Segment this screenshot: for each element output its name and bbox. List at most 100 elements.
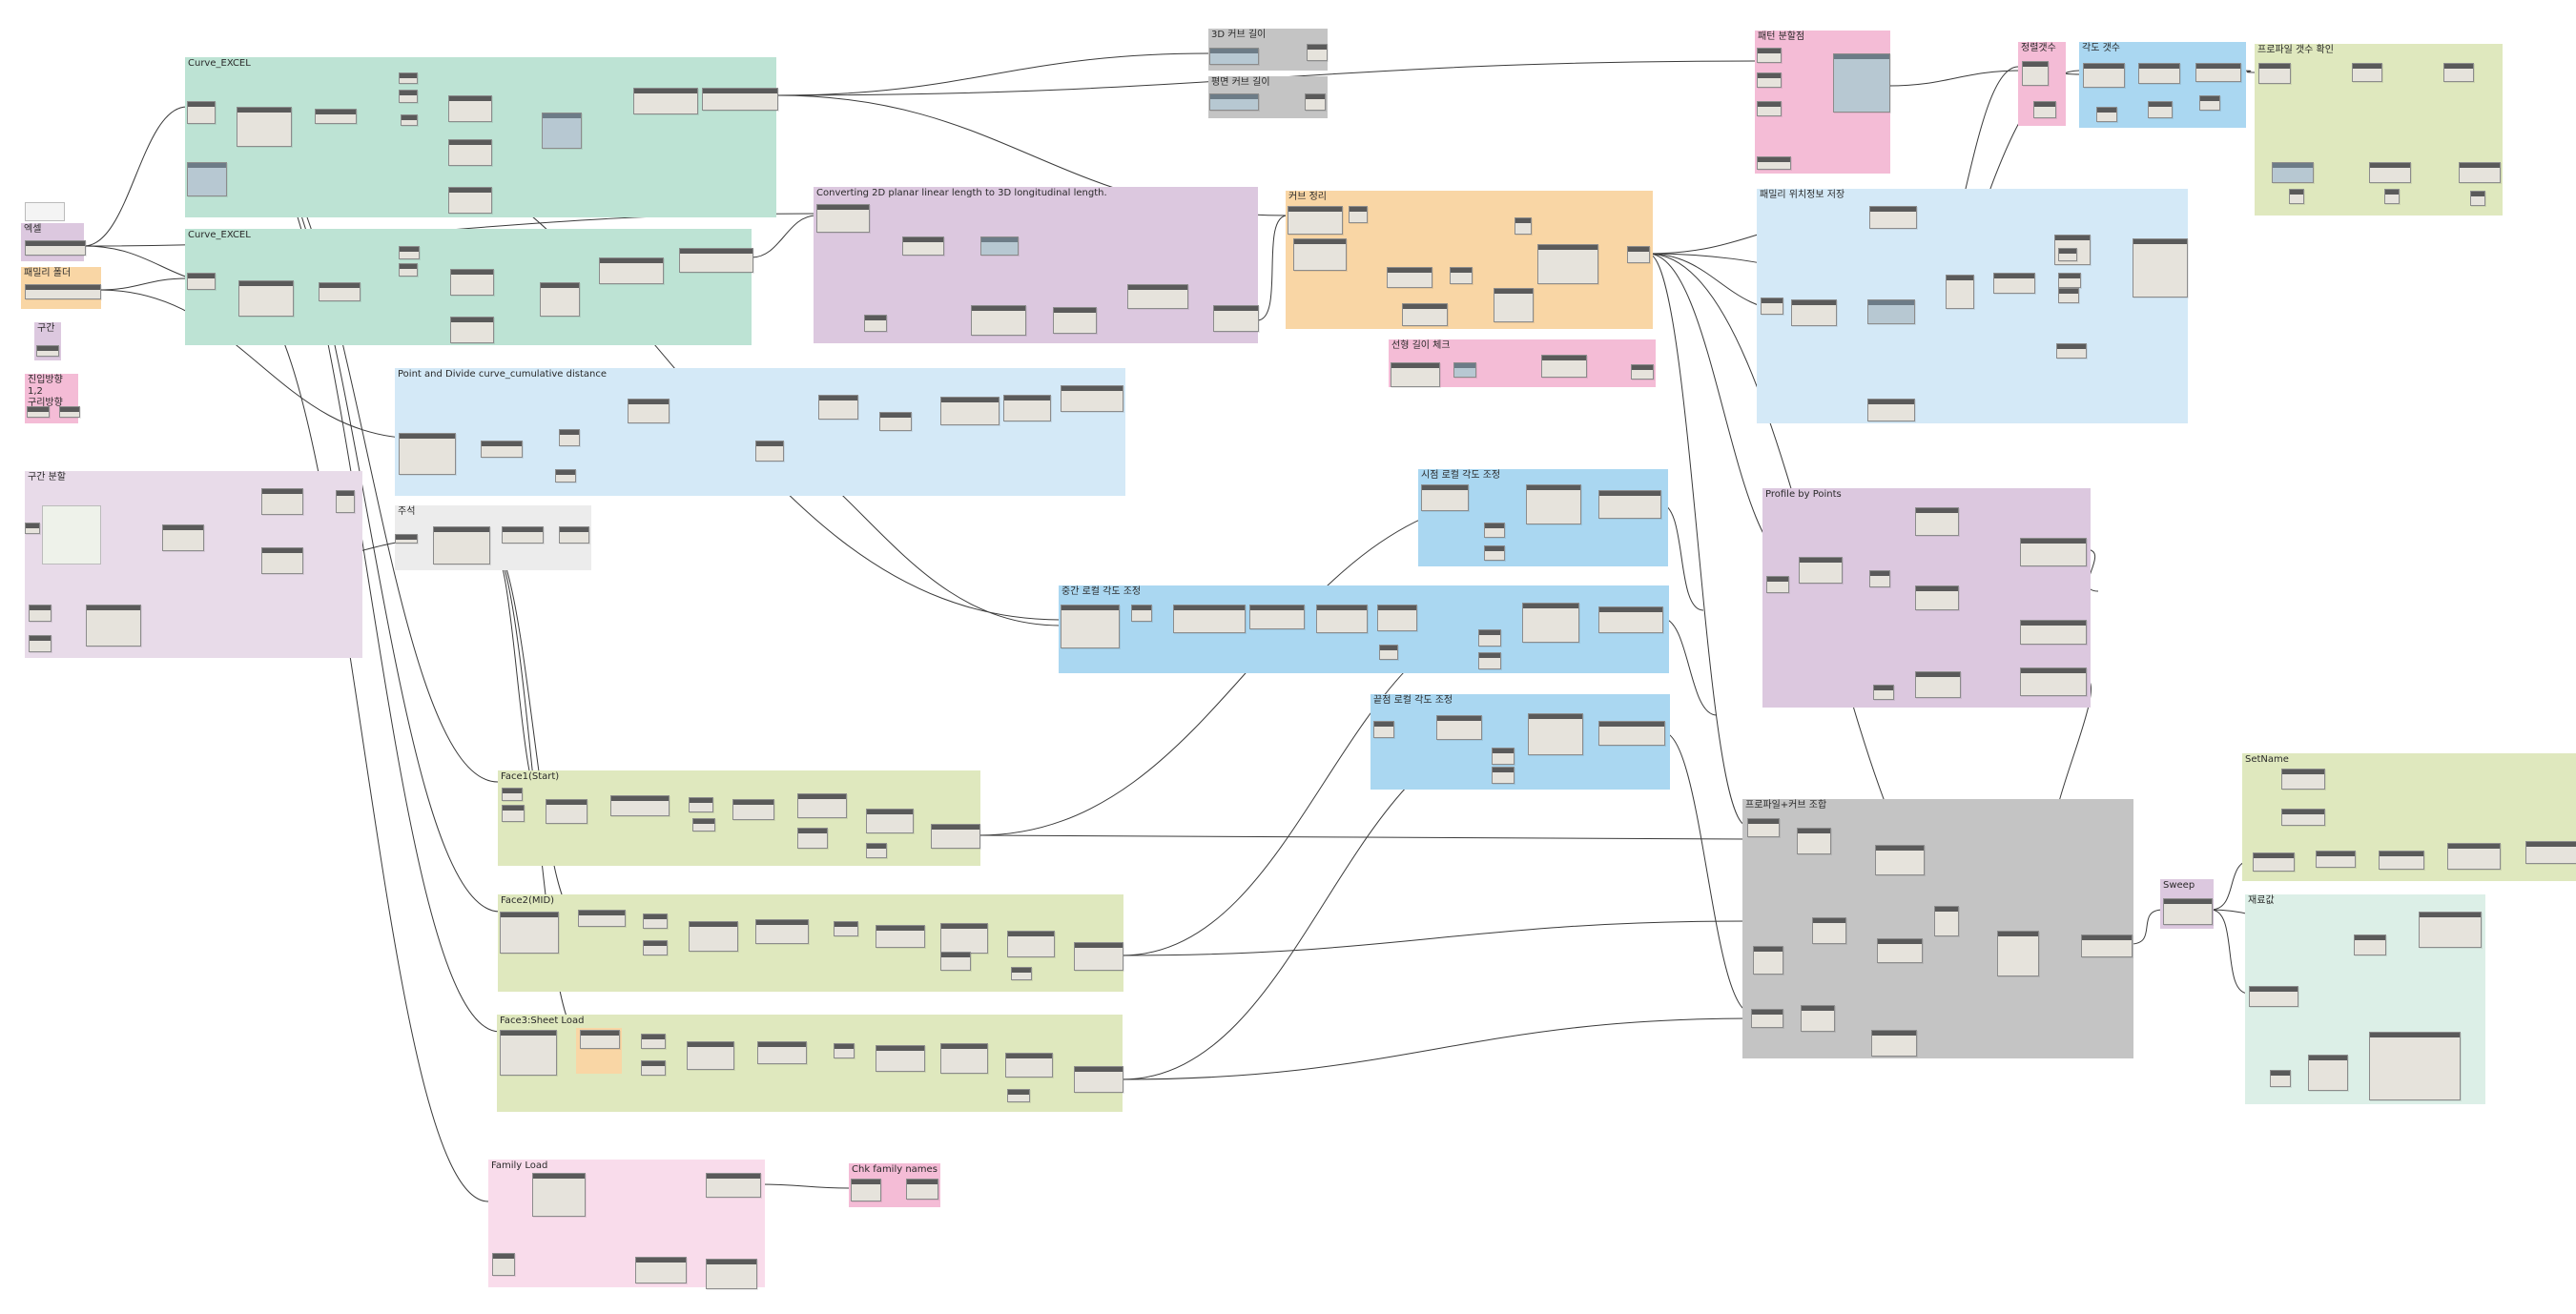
graph-node[interactable] xyxy=(492,1253,515,1276)
node-header[interactable] xyxy=(400,91,417,95)
graph-node[interactable] xyxy=(59,406,80,418)
graph-node[interactable] xyxy=(2195,63,2241,82)
node-header[interactable] xyxy=(642,1035,665,1039)
node-header[interactable] xyxy=(876,926,924,931)
node-header[interactable] xyxy=(1916,586,1958,591)
graph-node[interactable] xyxy=(1127,284,1188,309)
graph-node[interactable] xyxy=(2258,63,2291,84)
node-header[interactable] xyxy=(1493,749,1514,753)
graph-node[interactable] xyxy=(1751,1009,1783,1028)
node-header[interactable] xyxy=(1403,304,1447,309)
node-header[interactable] xyxy=(2370,163,2410,168)
graph-node[interactable] xyxy=(2272,162,2314,183)
graph-node[interactable] xyxy=(689,797,713,812)
graph-node[interactable] xyxy=(187,273,216,290)
node-header[interactable] xyxy=(2282,770,2324,774)
graph-node[interactable] xyxy=(1766,576,1789,593)
graph-node[interactable] xyxy=(1791,299,1837,326)
node-header[interactable] xyxy=(941,953,970,957)
graph-node[interactable] xyxy=(2369,162,2411,183)
graph-node[interactable] xyxy=(635,1257,687,1283)
graph-node[interactable] xyxy=(1305,93,1326,111)
node-header[interactable] xyxy=(60,407,79,412)
node-header[interactable] xyxy=(1752,1010,1783,1015)
node-header[interactable] xyxy=(1529,714,1582,719)
node-header[interactable] xyxy=(451,318,493,322)
graph-node[interactable] xyxy=(2058,288,2079,303)
node-header[interactable] xyxy=(1075,943,1123,948)
graph-node[interactable] xyxy=(261,547,303,574)
node-header[interactable] xyxy=(2290,190,2303,195)
node-header[interactable] xyxy=(37,346,58,351)
node-header[interactable] xyxy=(756,441,783,446)
graph-node[interactable] xyxy=(687,1041,734,1070)
node-header[interactable] xyxy=(2370,1033,2460,1037)
node-header[interactable] xyxy=(1479,653,1500,658)
graph-node[interactable] xyxy=(679,248,753,273)
node-header[interactable] xyxy=(642,1061,665,1066)
node-header[interactable] xyxy=(1378,606,1416,610)
graph-node[interactable] xyxy=(2281,809,2325,826)
node-header[interactable] xyxy=(1075,1067,1123,1072)
graph-node[interactable] xyxy=(643,940,668,955)
graph-node[interactable] xyxy=(559,429,580,446)
graph-node[interactable] xyxy=(187,162,227,196)
graph-node[interactable] xyxy=(2083,63,2125,88)
node-header[interactable] xyxy=(2023,62,2048,67)
graph-node[interactable] xyxy=(502,526,544,544)
node-header[interactable] xyxy=(503,789,522,793)
graph-node[interactable] xyxy=(399,72,418,84)
graph-node[interactable] xyxy=(2058,273,2081,288)
node-header[interactable] xyxy=(1868,300,1914,305)
graph-node[interactable] xyxy=(1757,156,1791,170)
node-header[interactable] xyxy=(26,241,85,246)
graph-node[interactable] xyxy=(450,317,494,343)
node-header[interactable] xyxy=(2082,935,2132,940)
graph-node[interactable] xyxy=(395,534,418,544)
node-header[interactable] xyxy=(1061,606,1119,610)
node-header[interactable] xyxy=(1008,932,1054,936)
node-header[interactable] xyxy=(402,115,417,120)
graph-node[interactable] xyxy=(1377,605,1417,631)
graph-node[interactable] xyxy=(2081,934,2133,957)
node-header[interactable] xyxy=(2448,844,2500,849)
node-header[interactable] xyxy=(1758,49,1781,53)
node-header[interactable] xyxy=(636,1258,686,1263)
node-header[interactable] xyxy=(400,247,419,252)
graph-node[interactable] xyxy=(555,469,576,482)
graph-node[interactable] xyxy=(319,282,361,301)
graph-node[interactable] xyxy=(864,315,887,332)
graph-node[interactable] xyxy=(851,1179,881,1201)
graph-node[interactable] xyxy=(29,635,52,652)
graph-node[interactable] xyxy=(1869,570,1890,587)
graph-node[interactable] xyxy=(162,524,204,551)
node-header[interactable] xyxy=(2055,236,2090,240)
node-header[interactable] xyxy=(501,1031,556,1036)
node-header[interactable] xyxy=(798,829,827,833)
graph-node[interactable] xyxy=(876,1045,925,1072)
graph-node[interactable] xyxy=(1915,671,1961,698)
node-header[interactable] xyxy=(1523,604,1578,608)
node-header[interactable] xyxy=(1538,245,1597,250)
graph-node[interactable] xyxy=(1003,395,1051,421)
graph-node[interactable] xyxy=(2316,851,2356,868)
graph-node[interactable] xyxy=(1379,645,1398,660)
node-header[interactable] xyxy=(2139,64,2179,69)
graph-node[interactable] xyxy=(940,1043,988,1074)
node-header[interactable] xyxy=(1350,207,1367,212)
node-header[interactable] xyxy=(852,1180,880,1184)
graph-node[interactable] xyxy=(542,113,582,149)
node-header[interactable] xyxy=(690,798,712,803)
graph-node[interactable] xyxy=(971,305,1026,336)
graph-node[interactable] xyxy=(816,204,870,233)
graph-node[interactable] xyxy=(559,526,589,544)
node-header[interactable] xyxy=(703,89,777,93)
node-header[interactable] xyxy=(2444,64,2473,69)
graph-node[interactable] xyxy=(1173,605,1246,633)
graph-node[interactable] xyxy=(1598,721,1665,746)
node-header[interactable] xyxy=(758,1042,806,1047)
graph-node[interactable] xyxy=(1494,288,1534,322)
graph-node[interactable] xyxy=(1450,267,1473,284)
graph-node[interactable] xyxy=(2253,852,2295,872)
